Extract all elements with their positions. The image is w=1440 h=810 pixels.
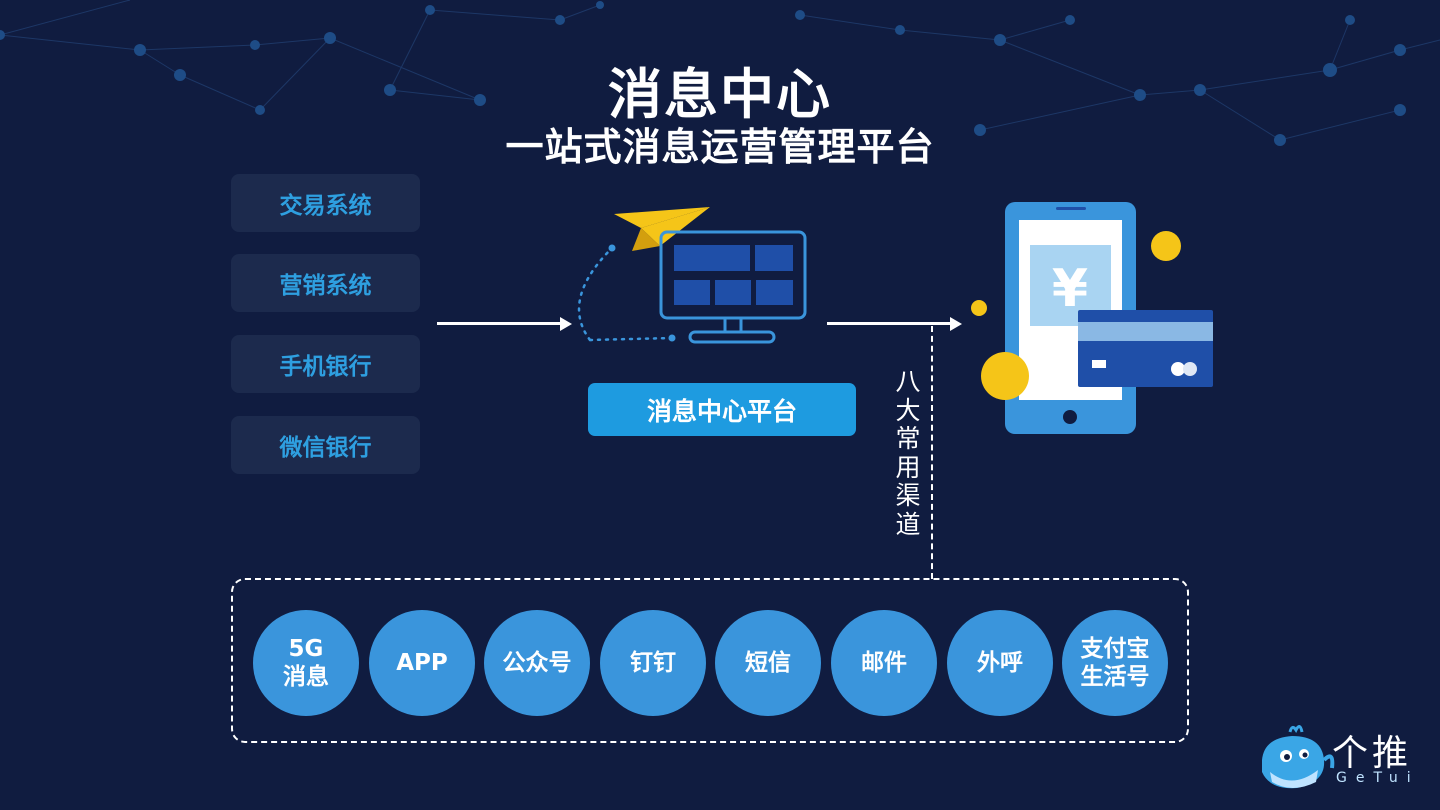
channel-label-line1: 支付宝 [1081,635,1150,663]
source-system-marketing: 营销系统 [231,254,420,312]
channel-label-line1: 外呼 [977,649,1023,677]
phone-payment-icon [971,202,1213,434]
arrow-sources-to-platform [437,322,561,325]
arrow-head-icon [560,317,572,331]
channels-vertical-label: 八大常用渠道 [892,368,924,539]
arrow-platform-to-phone [827,322,951,325]
arrow-head-icon [950,317,962,331]
channel-outbound-call: 外呼 [947,610,1053,716]
channel-label-line2: 消息 [283,663,329,691]
source-system-wechat-banking: 微信银行 [231,416,420,474]
dashed-connector [931,326,933,579]
logo-name: 个推 [1332,724,1412,776]
page-subtitle: 一站式消息运营管理平台 [0,116,1440,171]
channel-official-account: 公众号 [484,610,590,716]
channel-app: APP [369,610,475,716]
platform-label: 消息中心平台 [588,383,856,436]
channel-label-line1: 公众号 [503,649,572,677]
channel-alipay-life: 支付宝生活号 [1062,610,1168,716]
monitor-icon [661,232,805,342]
logo-sub: GeTui [1336,770,1420,786]
paper-plane-icon [579,207,710,342]
channel-label-line1: 短信 [745,649,791,677]
channel-label-line1: 5G [283,635,329,663]
channel-label-line1: 钉钉 [630,649,676,677]
channel-dingtalk: 钉钉 [600,610,706,716]
source-system-trading: 交易系统 [231,174,420,232]
channel-sms: 短信 [715,610,821,716]
channel-label-line2: 生活号 [1081,663,1150,691]
source-system-mobile-banking: 手机银行 [231,335,420,393]
channel-email: 邮件 [831,610,937,716]
channel-label-line1: APP [396,649,448,677]
channel-label-line1: 邮件 [861,649,907,677]
currency-symbol: ¥ [1052,259,1088,319]
